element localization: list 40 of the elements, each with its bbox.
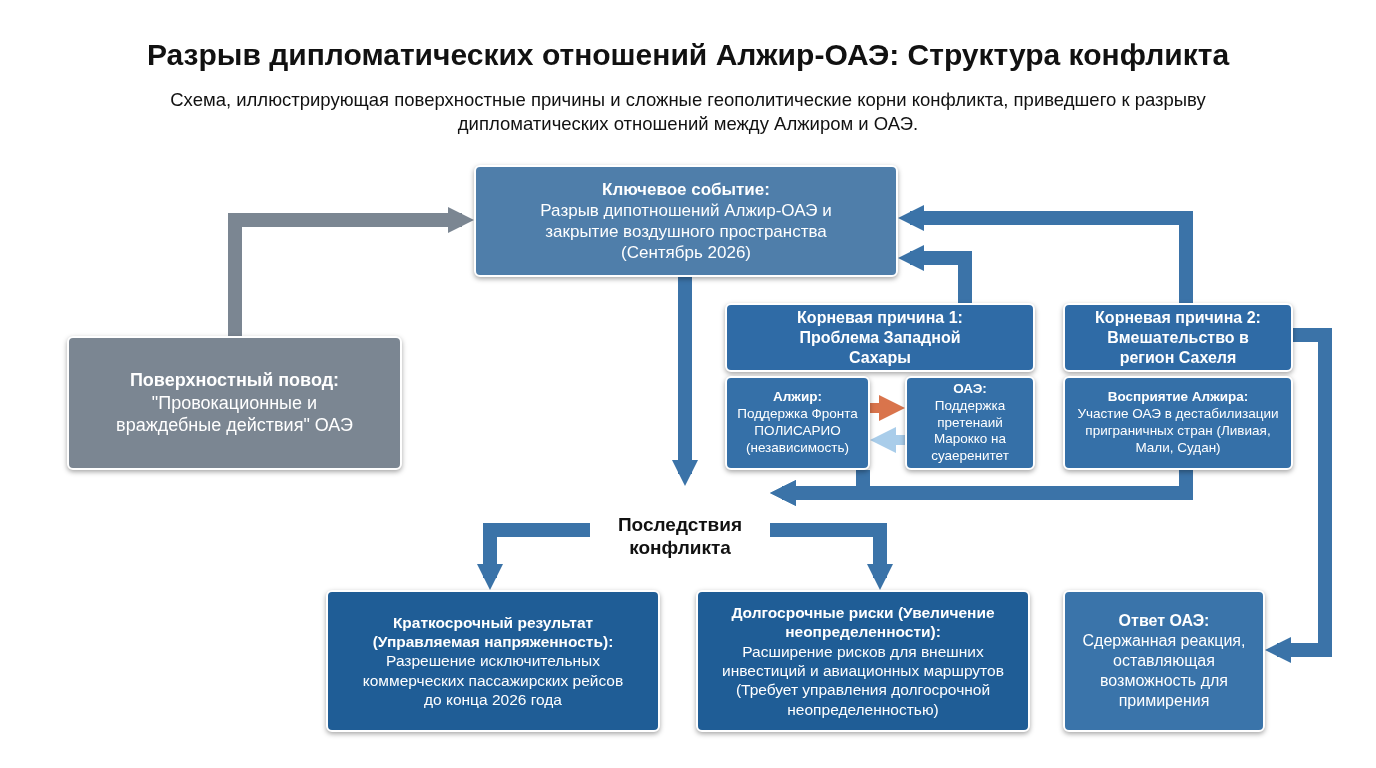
position-box — [725, 376, 870, 470]
box-heading: Ключевое событие: — [602, 178, 770, 200]
position-box — [905, 376, 1035, 470]
event-box — [474, 165, 898, 277]
arrow — [672, 277, 698, 486]
arrow — [1265, 328, 1332, 663]
outcome-box — [326, 590, 660, 732]
box-heading: Корневая причина 2: Вмешательство в регион Сахеля — [1094, 307, 1262, 368]
box-text: Сдержанная реакция, оставляющая возможность для примирения — [1081, 631, 1247, 711]
box-heading: Корневая причина 1: Проблема Западной Сахары — [796, 307, 964, 368]
box-heading: Краткосрочный результат (Управляемая напряженность): — [371, 612, 615, 652]
box-heading: ОАЭ: — [953, 380, 987, 398]
trigger-box — [67, 336, 402, 470]
box-text: Разрешение исключительных коммерческих пассажирских рейсов до конца 2026 года — [361, 651, 625, 710]
diagram-caption: Схема, иллюстрирующая поверхностные причины и сложные геополитические корни конфликта, приведшего к разрыву дипломатических отношений между Алжиром и ОАЭ. — [169, 88, 1207, 137]
box-heading: Ответ ОАЭ: — [1118, 611, 1210, 631]
box-text: Поддержка претенаий Марокко на суаеренитет — [930, 397, 1010, 466]
box-heading: Поверхностный повод: — [129, 369, 340, 392]
box-heading: Восприятие Алжира: — [1107, 389, 1249, 407]
arrow — [770, 523, 893, 590]
diagram-title: Разрыв дипломатических отношений Алжир-ОАЭ: Структура конфликта — [145, 38, 1231, 72]
box-heading: Алжир: — [773, 389, 822, 407]
perception-box — [1063, 376, 1293, 470]
arrow — [770, 470, 1193, 506]
response-box — [1063, 590, 1265, 732]
cause-header-box — [1063, 303, 1293, 372]
box-heading: Долгосрочные риски (Увеличение неопределенности): — [730, 602, 996, 642]
risk-box — [696, 590, 1030, 732]
cause-header-box — [725, 303, 1035, 372]
box-text: Расширение рисков для внешних инвестиций и авиационных маршрутов (Требует управления долгосрочной неопределенностью) — [721, 641, 1005, 720]
box-text: Поддержка Фронта ПОЛИСАРИО (независимость) — [736, 406, 859, 457]
box-text: Разрыв дипотношений Алжир-ОАЭ и закрытие воздушного пространства (Сентябрь 2026) — [539, 199, 833, 264]
arrow — [870, 395, 905, 421]
arrow — [477, 523, 590, 590]
arrow — [870, 427, 905, 453]
box-text: Участие ОАЭ в дестабилизации приграничных стран (Ливиая, Мали, Судан) — [1076, 406, 1280, 457]
heading-text: Последствия конфликта — [616, 512, 744, 560]
arrow — [898, 205, 1193, 303]
box-text: "Провокационные и враждебные действия" ОАЭ — [115, 391, 354, 437]
arrow — [228, 207, 474, 336]
